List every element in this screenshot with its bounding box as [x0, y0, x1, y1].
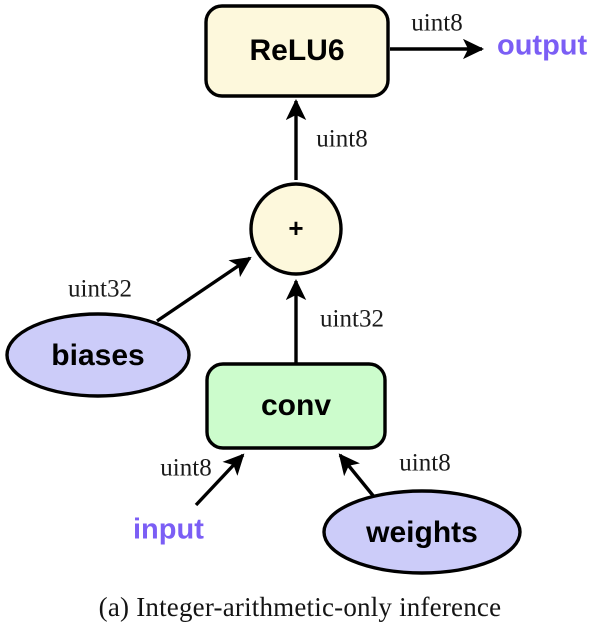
edge-relu6-to-output: uint8: [390, 10, 485, 60]
edge-biases-to-add-line: [156, 256, 252, 323]
edge-label-input-to-conv: uint8: [160, 455, 211, 482]
io-label-output: output: [497, 30, 588, 62]
io-label-input: input: [133, 514, 204, 546]
node-conv-shape[interactable]: [205, 362, 387, 450]
node-weights[interactable]: weights: [322, 489, 522, 575]
edge-label-biases-to-add: uint32: [68, 276, 132, 303]
edge-conv-to-add: uint32: [285, 278, 384, 363]
node-weights-shape[interactable]: [322, 489, 522, 575]
edge-weights-to-conv-line: [338, 453, 377, 500]
node-relu6-label: ReLU6: [249, 34, 344, 67]
node-add-shape[interactable]: [249, 182, 343, 276]
node-biases[interactable]: biases: [5, 312, 191, 398]
edge-weights-to-conv: uint8: [338, 450, 451, 500]
node-conv-label: conv: [261, 389, 331, 422]
node-relu6-shape[interactable]: [204, 4, 390, 98]
node-add[interactable]: +: [249, 182, 343, 276]
node-biases-label: biases: [51, 339, 144, 372]
edge-label-conv-to-add: uint32: [320, 306, 384, 333]
edge-label-relu6-to-output: uint8: [411, 10, 462, 37]
edge-label-weights-to-conv: uint8: [399, 450, 450, 477]
edge-label-add-to-relu6: uint8: [316, 126, 367, 153]
node-add-label: +: [288, 213, 303, 243]
figure-caption: (a) Integer-arithmetic-only inference: [98, 592, 502, 622]
edge-input-to-conv-line: [194, 453, 245, 507]
edge-input-to-conv: uint8: [160, 453, 245, 507]
node-conv[interactable]: conv: [205, 362, 387, 450]
node-weights-label: weights: [365, 516, 478, 549]
node-biases-shape[interactable]: [5, 312, 191, 398]
node-relu6[interactable]: ReLU6: [204, 4, 390, 98]
edge-add-to-relu6: uint8: [285, 98, 368, 180]
edge-biases-to-add: uint32: [68, 256, 252, 323]
